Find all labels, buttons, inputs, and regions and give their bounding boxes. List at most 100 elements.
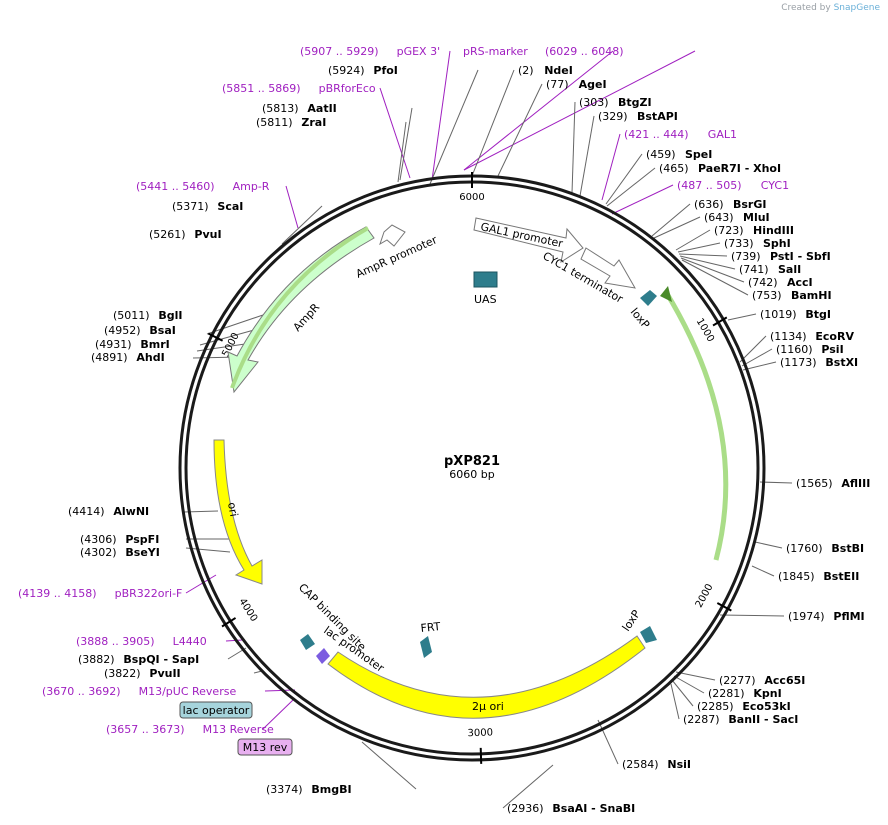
enzyme-label: (1845)BstEII <box>778 570 859 583</box>
site-name: BmrI <box>140 338 169 351</box>
ori-arrow <box>213 439 263 585</box>
leader-line <box>677 242 721 253</box>
site-position: (303) <box>579 96 609 109</box>
lac-operator-box <box>179 701 253 719</box>
leader-line <box>719 614 785 617</box>
site-name: PvuII <box>149 667 180 680</box>
enzyme-label: (5924) PfoI <box>328 64 398 77</box>
leader-line <box>670 683 680 720</box>
site-position: (4891) <box>91 351 128 364</box>
site-position: (5813) <box>262 102 299 115</box>
loxp-top-label: loxP <box>628 306 653 332</box>
site-name: L4440 <box>173 635 207 648</box>
enzyme-label: (1160)PsiI <box>776 343 844 356</box>
site-position: (3374) <box>266 783 303 796</box>
enzyme-label: (5371)ScaI <box>172 200 243 213</box>
site-position: (2281) <box>708 687 745 700</box>
site-position: (3670 .. 3692) <box>42 685 121 698</box>
site-name: PflMI <box>833 610 864 623</box>
two-micron-ori-label: 2µ ori <box>472 700 504 713</box>
enzyme-label: (2277)Acc65I <box>719 674 805 687</box>
enzyme-label: (4891)AhdI <box>91 351 165 364</box>
enzyme-label: (753)BamHI <box>752 289 832 302</box>
ori-label: ori <box>225 501 240 517</box>
site-name: PfoI <box>373 64 398 77</box>
site-name: BstAPI <box>637 110 678 123</box>
enzyme-label: (329)BstAPI <box>598 110 678 123</box>
snapgene-credit: Created by SnapGene <box>781 3 880 13</box>
primer-label: (487 .. 505)CYC1 <box>677 179 789 192</box>
site-name: EcoRV <box>815 330 854 343</box>
site-name: BanII - SacI <box>728 713 798 726</box>
leader-line <box>671 679 694 707</box>
enzyme-label: (733)SphI <box>724 237 791 250</box>
gal1-promoter-arrow <box>473 217 584 264</box>
site-position: (4306) <box>80 533 117 546</box>
lac-operator-label: lac operator <box>183 704 250 717</box>
tick-label: 6000 <box>459 192 484 203</box>
site-position: (5851 .. 5869) <box>222 82 301 95</box>
site-position: (3657 .. 3673) <box>106 723 185 736</box>
frt-marker <box>420 636 432 658</box>
site-name: BamHI <box>791 289 832 302</box>
site-name: AgeI <box>579 78 607 91</box>
m13-rev-label: M13 rev <box>243 741 288 754</box>
primer-label: (3670 .. 3692)M13/pUC Reverse <box>42 685 236 698</box>
site-name: Acc65I <box>764 674 805 687</box>
site-position: (742) <box>748 276 778 289</box>
leader-line <box>754 541 783 549</box>
leader-line <box>502 764 554 809</box>
primer-label: (6029 .. 6048) <box>545 45 624 58</box>
leader-line <box>571 101 576 194</box>
site-position: (2) <box>518 64 534 77</box>
enzyme-label: (739)PstI - SbfI <box>731 250 831 263</box>
leader-line <box>429 69 479 185</box>
primer-label: (5907 .. 5929)pGEX 3' <box>300 45 440 58</box>
enzyme-label: (3882)BspQI - SapI <box>78 653 199 666</box>
enzyme-label: (636)BsrGI <box>694 198 766 211</box>
site-name: HindIII <box>753 224 794 237</box>
leader-line <box>379 87 411 179</box>
enzyme-label: (5261)PvuI <box>149 228 222 241</box>
site-position: (723) <box>714 224 744 237</box>
site-name: Eco53kI <box>742 700 790 713</box>
site-position: (1845) <box>778 570 815 583</box>
ampr-label: AmpR <box>291 301 323 334</box>
site-position: (3882) <box>78 653 115 666</box>
site-position: (3822) <box>104 667 141 680</box>
site-position: (2936) <box>507 802 544 815</box>
site-position: (4931) <box>95 338 132 351</box>
leader-line <box>741 348 773 367</box>
enzyme-label: (3374)BmgBI <box>266 783 352 796</box>
enzyme-label: (643)MluI <box>704 211 770 224</box>
site-position: (487 .. 505) <box>677 179 742 192</box>
leader-line <box>727 313 757 321</box>
site-name: BtgZI <box>618 96 652 109</box>
enzyme-label: (741)SalI <box>739 263 801 276</box>
leader-line <box>262 699 294 730</box>
site-name: pGEX 3' <box>397 45 441 58</box>
enzyme-label: (2287)BanII - SacI <box>683 713 798 726</box>
right-cds-arrowhead <box>660 286 672 302</box>
leader-line <box>742 361 777 371</box>
site-position: (5924) <box>328 64 365 77</box>
enzyme-label: (723) HindIII <box>714 224 794 237</box>
leader-line <box>678 253 728 257</box>
enzyme-label: (4952)BsaI <box>104 324 176 337</box>
enzyme-label: (465)PaeR7I - XhoI <box>659 162 781 175</box>
enzyme-label: (303) BtgZI <box>579 96 652 109</box>
leader-line <box>651 203 691 237</box>
site-name: SphI <box>763 237 791 250</box>
leader-line <box>185 547 231 553</box>
leader-line <box>471 69 515 177</box>
leader-line <box>751 565 775 577</box>
site-name: ScaI <box>217 200 243 213</box>
enzyme-label: (77)AgeI <box>546 78 607 91</box>
enzyme-label: (1019)BtgI <box>760 308 831 321</box>
leader-line <box>601 133 621 201</box>
leader-line <box>597 719 619 765</box>
site-name: pBRforEco <box>319 82 376 95</box>
center-label: pXP821 6060 bp <box>444 454 500 481</box>
leader-line <box>606 167 656 207</box>
site-name: PvuI <box>194 228 221 241</box>
